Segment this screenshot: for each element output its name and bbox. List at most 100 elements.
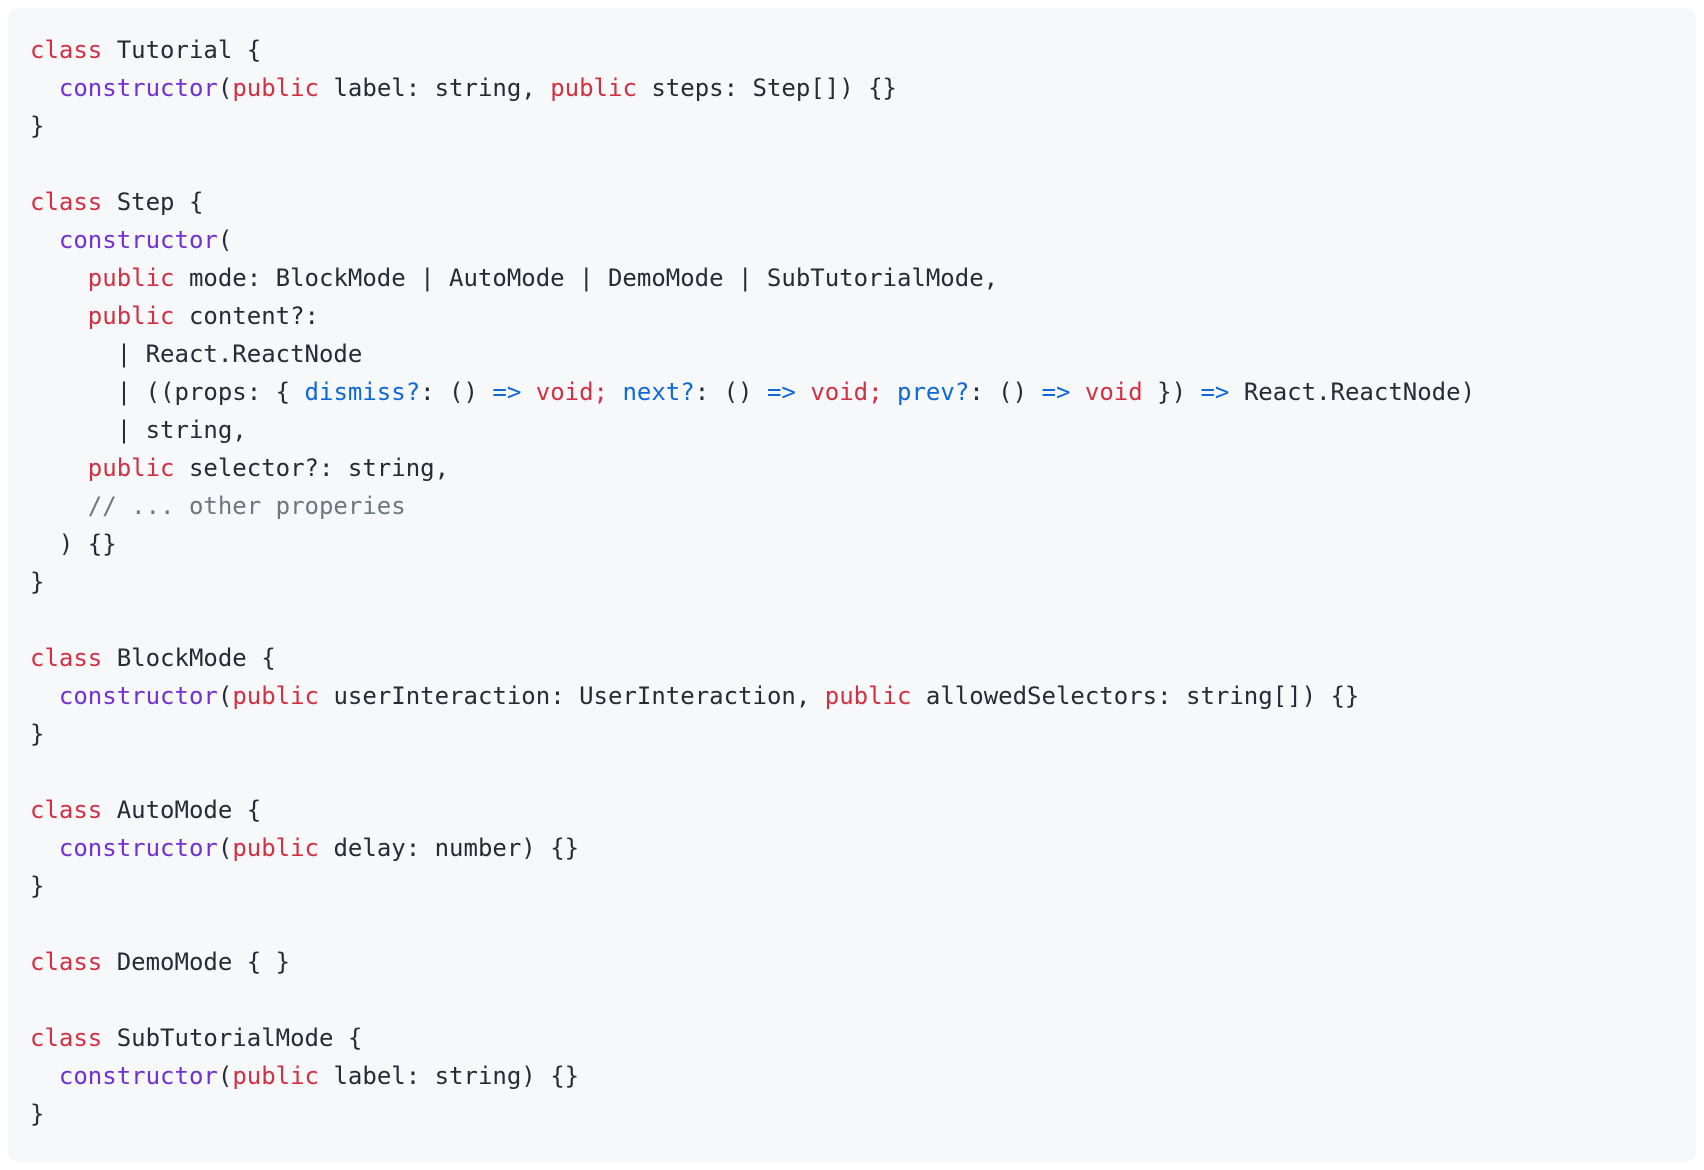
code-token-plain: steps: Step[]) {} bbox=[636, 74, 897, 102]
code-token-property: prev? bbox=[897, 378, 970, 406]
code-token-plain: ( bbox=[217, 834, 233, 862]
code-token-plain: ( bbox=[217, 74, 233, 102]
code-token-plain: : () bbox=[969, 378, 1042, 406]
code-token-plain: delay: number) {} bbox=[319, 834, 580, 862]
code-line: class Tutorial { bbox=[30, 31, 1674, 69]
code-token-plain: ( bbox=[217, 682, 233, 710]
code-token-plain: DemoMode { } bbox=[102, 948, 291, 976]
code-token-property: => bbox=[1200, 378, 1230, 406]
code-token-keyword: class bbox=[30, 1024, 103, 1052]
code-token-plain: } bbox=[30, 1100, 45, 1128]
code-token-plain bbox=[30, 682, 59, 710]
code-token-keyword: public bbox=[87, 264, 175, 292]
code-line bbox=[30, 753, 1674, 791]
code-token-plain: userInteraction: UserInteraction, bbox=[319, 682, 825, 710]
code-token-plain bbox=[30, 302, 88, 330]
code-line: constructor(public label: string) {} bbox=[30, 1057, 1674, 1095]
code-token-function: constructor bbox=[58, 682, 218, 710]
code-line: } bbox=[30, 107, 1674, 145]
code-token-plain bbox=[30, 74, 59, 102]
code-token-plain bbox=[30, 492, 88, 520]
code-token-plain: } bbox=[30, 112, 45, 140]
code-token-plain: | string, bbox=[30, 416, 247, 444]
code-token-keyword: public bbox=[232, 1062, 320, 1090]
code-token-keyword: public bbox=[87, 302, 175, 330]
code-token-plain: SubTutorialMode { bbox=[102, 1024, 363, 1052]
code-token-plain bbox=[521, 378, 535, 406]
code-line: constructor(public label: string, public… bbox=[30, 69, 1674, 107]
code-token-plain: ( bbox=[217, 1062, 233, 1090]
code-line: class Step { bbox=[30, 183, 1674, 221]
code-token-property: => bbox=[766, 378, 796, 406]
code-token-plain: selector?: string, bbox=[174, 454, 450, 482]
code-line: class AutoMode { bbox=[30, 791, 1674, 829]
code-token-plain: } bbox=[30, 720, 45, 748]
code-line: } bbox=[30, 563, 1674, 601]
code-line: constructor( bbox=[30, 221, 1674, 259]
code-token-plain: label: string, bbox=[319, 74, 551, 102]
code-line bbox=[30, 905, 1674, 943]
code-line: | React.ReactNode bbox=[30, 335, 1674, 373]
code-line: class SubTutorialMode { bbox=[30, 1019, 1674, 1057]
code-token-plain: : () bbox=[420, 378, 493, 406]
code-token-plain: Tutorial { bbox=[102, 36, 262, 64]
code-token-keyword: public bbox=[550, 74, 637, 102]
code-line: class DemoMode { } bbox=[30, 943, 1674, 981]
code-line: constructor(public delay: number) {} bbox=[30, 829, 1674, 867]
code-token-function: constructor bbox=[58, 834, 218, 862]
code-line: } bbox=[30, 1095, 1674, 1133]
code-token-keyword: void; bbox=[810, 378, 883, 406]
code-token-keyword: class bbox=[30, 948, 103, 976]
code-line: class BlockMode { bbox=[30, 639, 1674, 677]
code-lines: class Tutorial { constructor(public labe… bbox=[30, 31, 1674, 1133]
code-token-property: next? bbox=[622, 378, 695, 406]
code-line bbox=[30, 981, 1674, 1019]
code-token-plain: BlockMode { bbox=[102, 644, 276, 672]
code-line: ) {} bbox=[30, 525, 1674, 563]
code-token-property: => bbox=[492, 378, 522, 406]
code-token-keyword: public bbox=[232, 834, 320, 862]
code-line: constructor(public userInteraction: User… bbox=[30, 677, 1674, 715]
code-line: } bbox=[30, 867, 1674, 905]
code-token-plain: React.ReactNode) bbox=[1229, 378, 1476, 406]
code-token-plain bbox=[1070, 378, 1084, 406]
code-token-keyword: void bbox=[1084, 378, 1143, 406]
code-token-keyword: public bbox=[232, 682, 320, 710]
code-token-plain: content?: bbox=[174, 302, 319, 330]
code-token-keyword: class bbox=[30, 644, 103, 672]
code-line: // ... other properies bbox=[30, 487, 1674, 525]
code-token-plain: }) bbox=[1142, 378, 1201, 406]
code-token-plain: } bbox=[30, 872, 45, 900]
code-line: public selector?: string, bbox=[30, 449, 1674, 487]
code-token-plain: label: string) {} bbox=[319, 1062, 580, 1090]
code-token-function: constructor bbox=[58, 226, 218, 254]
code-token-plain: | React.ReactNode bbox=[30, 340, 363, 368]
code-token-keyword: public bbox=[232, 74, 320, 102]
code-token-keyword: public bbox=[824, 682, 912, 710]
code-token-property: => bbox=[1041, 378, 1071, 406]
code-token-plain: allowedSelectors: string[]) {} bbox=[911, 682, 1360, 710]
code-token-property: dismiss? bbox=[304, 378, 421, 406]
code-line bbox=[30, 601, 1674, 639]
code-token-plain: : () bbox=[694, 378, 767, 406]
code-line: public content?: bbox=[30, 297, 1674, 335]
code-token-plain bbox=[30, 226, 59, 254]
code-token-plain: ( bbox=[217, 226, 233, 254]
code-token-plain bbox=[30, 834, 59, 862]
code-token-comment: // ... other properies bbox=[87, 492, 406, 520]
code-token-plain bbox=[608, 378, 622, 406]
code-token-plain: Step { bbox=[102, 188, 204, 216]
code-token-plain bbox=[796, 378, 810, 406]
code-line: public mode: BlockMode | AutoMode | Demo… bbox=[30, 259, 1674, 297]
code-line bbox=[30, 145, 1674, 183]
code-token-keyword: void; bbox=[535, 378, 608, 406]
code-token-keyword: class bbox=[30, 188, 103, 216]
code-line: | ((props: { dismiss?: () => void; next?… bbox=[30, 373, 1674, 411]
code-token-keyword: public bbox=[87, 454, 175, 482]
code-token-plain bbox=[30, 264, 88, 292]
code-token-plain bbox=[883, 378, 897, 406]
code-token-plain: mode: BlockMode | AutoMode | DemoMode | … bbox=[174, 264, 999, 292]
code-token-plain: ) {} bbox=[30, 530, 117, 558]
code-token-plain: } bbox=[30, 568, 45, 596]
